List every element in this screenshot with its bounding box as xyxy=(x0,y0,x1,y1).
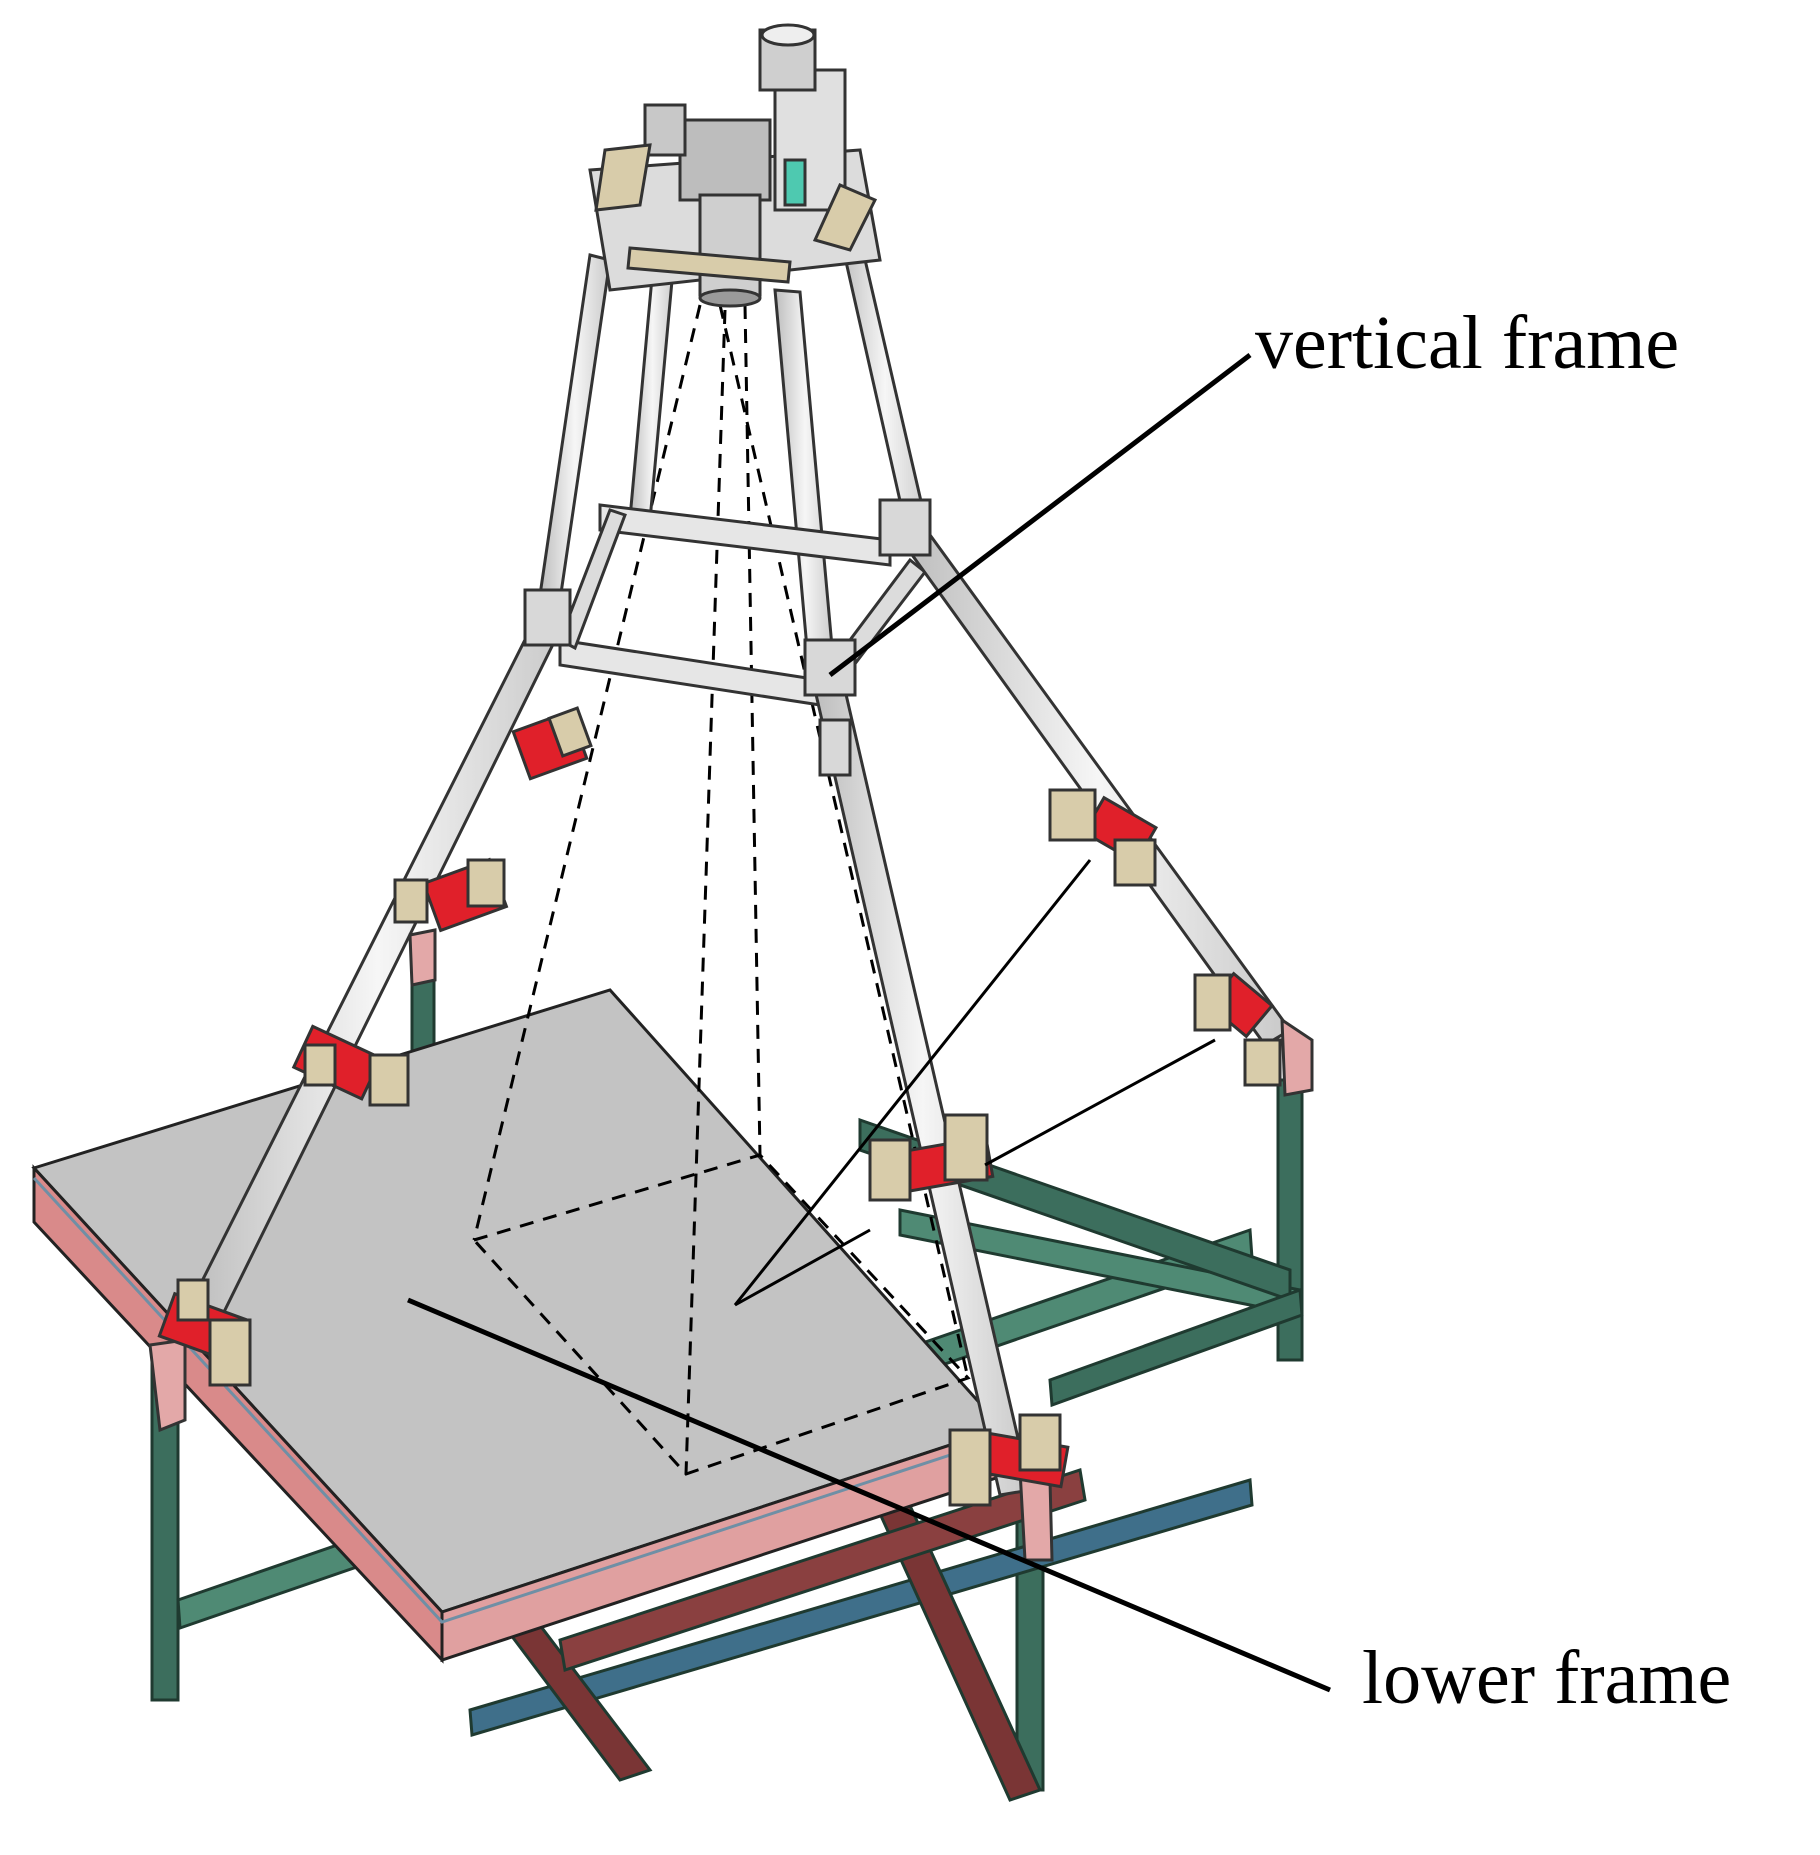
rail-long-mid xyxy=(468,1478,1254,1737)
block-left-2b xyxy=(466,858,506,908)
block-left-3b xyxy=(368,1053,410,1107)
actuator-cap xyxy=(760,23,816,47)
upper-ring-a xyxy=(598,503,892,567)
tower-leg-front xyxy=(773,288,837,684)
motor-body xyxy=(678,118,772,202)
label-lower-frame: lower frame xyxy=(1362,1636,1732,1720)
block-right-1a xyxy=(1048,788,1097,842)
vertical-frame xyxy=(148,233,1314,1562)
leader-vertical-frame xyxy=(828,353,1252,677)
cables xyxy=(733,859,1216,1307)
block-left-4b xyxy=(208,1318,252,1387)
leader-lines xyxy=(407,353,1331,1693)
block-front-2a xyxy=(948,1428,992,1507)
label-vertical-frame: vertical frame xyxy=(1255,301,1680,385)
block-front-1b xyxy=(943,1113,989,1182)
block-right-2a xyxy=(1193,973,1232,1032)
block-left-2a xyxy=(393,878,429,924)
lower-ring-a xyxy=(558,638,822,707)
rail-under-plate xyxy=(558,1468,1087,1672)
fov-footprint xyxy=(471,1153,971,1476)
sleeve-front xyxy=(818,718,852,777)
joint-right xyxy=(878,498,932,557)
cable-1 xyxy=(733,859,1092,1306)
head-bar-front xyxy=(626,246,792,284)
joint-left xyxy=(523,588,572,647)
cable-2 xyxy=(984,1038,1216,1167)
block-right-2b xyxy=(1243,1038,1282,1087)
head-block-left xyxy=(594,143,652,212)
camera-head xyxy=(588,23,882,308)
long-leg-right xyxy=(902,533,1293,1047)
camera-field-of-view xyxy=(471,304,971,1476)
block-left-1 xyxy=(547,706,593,758)
block-front-1a xyxy=(868,1138,912,1202)
head-block-right xyxy=(812,183,878,252)
block-front-2b xyxy=(1018,1413,1062,1472)
block-right-1b xyxy=(1113,838,1157,887)
foot-back xyxy=(408,928,437,987)
rail-right-cross xyxy=(1048,1287,1304,1408)
motor-left xyxy=(643,103,687,157)
foot-right xyxy=(1280,1017,1314,1097)
block-left-4a xyxy=(176,1278,210,1322)
leader-lower-frame xyxy=(407,1297,1331,1693)
clamps xyxy=(157,706,1282,1507)
actuator-indicator xyxy=(783,158,807,207)
camera-lens xyxy=(698,288,762,308)
block-left-3a xyxy=(303,1043,337,1087)
cable-3 xyxy=(734,1228,871,1307)
joint-front xyxy=(803,638,857,697)
